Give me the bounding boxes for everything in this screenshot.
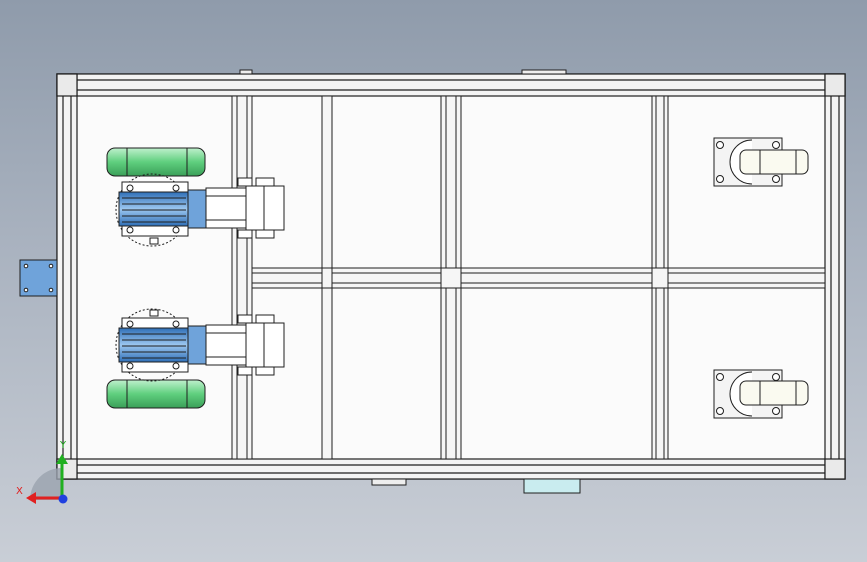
caster-wheel-top	[713, 137, 809, 187]
coordinate-triad-icon	[26, 454, 68, 504]
drive-wheel-top	[106, 147, 206, 177]
side-plate	[19, 259, 58, 297]
axis-x-label: X	[16, 486, 23, 497]
gear-motor-top	[118, 191, 190, 227]
drive-unit-top	[106, 147, 285, 247]
gear-motor-bottom	[118, 327, 190, 363]
drive-unit-bottom	[106, 308, 285, 409]
axis-y-label: Y	[60, 440, 67, 451]
drive-wheel-bottom	[106, 379, 206, 409]
caster-wheel-bottom	[713, 369, 809, 419]
frame-tabs	[239, 69, 581, 494]
